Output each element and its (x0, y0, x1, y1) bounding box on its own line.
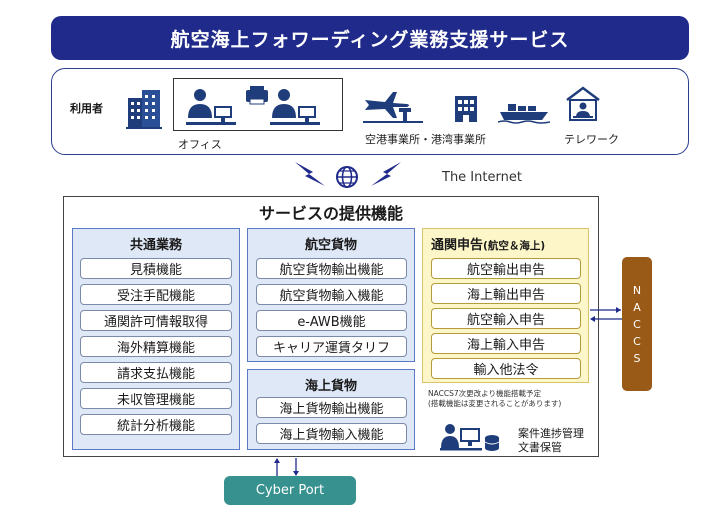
naccs-box: N A C C S (622, 257, 652, 391)
customs-panel: 通関申告(航空＆海上) 航空輸出申告 海上輸出申告 航空輸入申告 海上輸入申告 … (422, 228, 589, 383)
airport-icon (363, 92, 423, 123)
customs-item: 海上輸出申告 (431, 283, 581, 304)
naccs-letter: C (633, 317, 641, 331)
air-cargo-item: 航空貨物輸入機能 (256, 284, 407, 305)
service-title: サービスの提供機能 (258, 204, 403, 223)
naccs-letter: S (633, 351, 641, 365)
telework-caption: テレワーク (564, 133, 619, 146)
case-management-icon (440, 424, 500, 451)
cyber-port-box: Cyber Port (224, 476, 356, 505)
naccs-exchange-arrows (590, 307, 622, 322)
common-item: 受注手配機能 (80, 284, 232, 305)
cyber-port-arrows (274, 458, 299, 476)
terminal-building-icon (455, 96, 477, 122)
air-cargo-item: e-AWB機能 (256, 310, 407, 331)
air-cargo-item: 航空貨物輸出機能 (256, 258, 407, 279)
customs-item: 海上輸入申告 (431, 333, 581, 354)
common-item: 見積機能 (80, 258, 232, 279)
sea-cargo-item: 海上貨物輸入機能 (256, 423, 407, 444)
office-workers-icon (186, 86, 320, 125)
sea-cargo-item: 海上貨物輸出機能 (256, 397, 407, 418)
customs-item: 航空輸出申告 (431, 258, 581, 279)
naccs-letter: A (633, 300, 641, 314)
case-management-label: 案件進捗管理 文書保管 (518, 427, 584, 455)
common-item: 統計分析機能 (80, 414, 232, 435)
users-label: 利用者 (70, 102, 103, 115)
customs-title-sub: (航空＆海上) (483, 240, 546, 252)
naccs-note-line1: NACCS7次更改より機能搭載予定 (428, 389, 541, 398)
sea-cargo-panel: 海上貨物 海上貨物輸出機能 海上貨物輸入機能 (247, 369, 415, 450)
page-title: 航空海上フォワーディング業務支援サービス (51, 16, 689, 60)
airport-caption: 空港事業所・港湾事業所 (365, 133, 486, 146)
internet-connection-icon (295, 162, 401, 188)
naccs-letter: C (633, 334, 641, 348)
sea-cargo-title: 海上貨物 (304, 379, 357, 394)
common-panel: 共通業務 見積機能 受注手配機能 通関許可情報取得 海外精算機能 請求支払機能 … (72, 228, 240, 450)
cargo-ship-icon (498, 104, 550, 124)
naccs-letter: N (632, 283, 642, 297)
naccs-note: NACCS7次更改より機能搭載予定 (搭載機能は変更されることがあります) (428, 389, 561, 409)
air-cargo-item: キャリア運賃タリフ (256, 336, 407, 357)
case-line2: 文書保管 (518, 441, 562, 454)
common-item: 請求支払機能 (80, 362, 232, 383)
customs-item: 輸入他法令 (431, 358, 581, 379)
naccs-note-line2: (搭載機能は変更されることがあります) (428, 399, 562, 408)
case-line1: 案件進捗管理 (518, 427, 584, 440)
common-title: 共通業務 (129, 238, 182, 253)
telework-icon (566, 86, 600, 121)
customs-title-main: 通関申告 (431, 238, 484, 253)
common-item: 通関許可情報取得 (80, 310, 232, 331)
common-item: 未収管理機能 (80, 388, 232, 409)
customs-title: 通関申告(航空＆海上) (431, 234, 588, 253)
air-cargo-panel: 航空貨物 航空貨物輸出機能 航空貨物輸入機能 e-AWB機能 キャリア運賃タリフ (247, 228, 415, 362)
internet-label: The Internet (442, 170, 522, 185)
air-cargo-title: 航空貨物 (304, 238, 357, 253)
common-item: 海外精算機能 (80, 336, 232, 357)
office-building-icon (126, 90, 162, 129)
office-caption: オフィス (178, 138, 222, 151)
customs-item: 航空輸入申告 (431, 308, 581, 329)
